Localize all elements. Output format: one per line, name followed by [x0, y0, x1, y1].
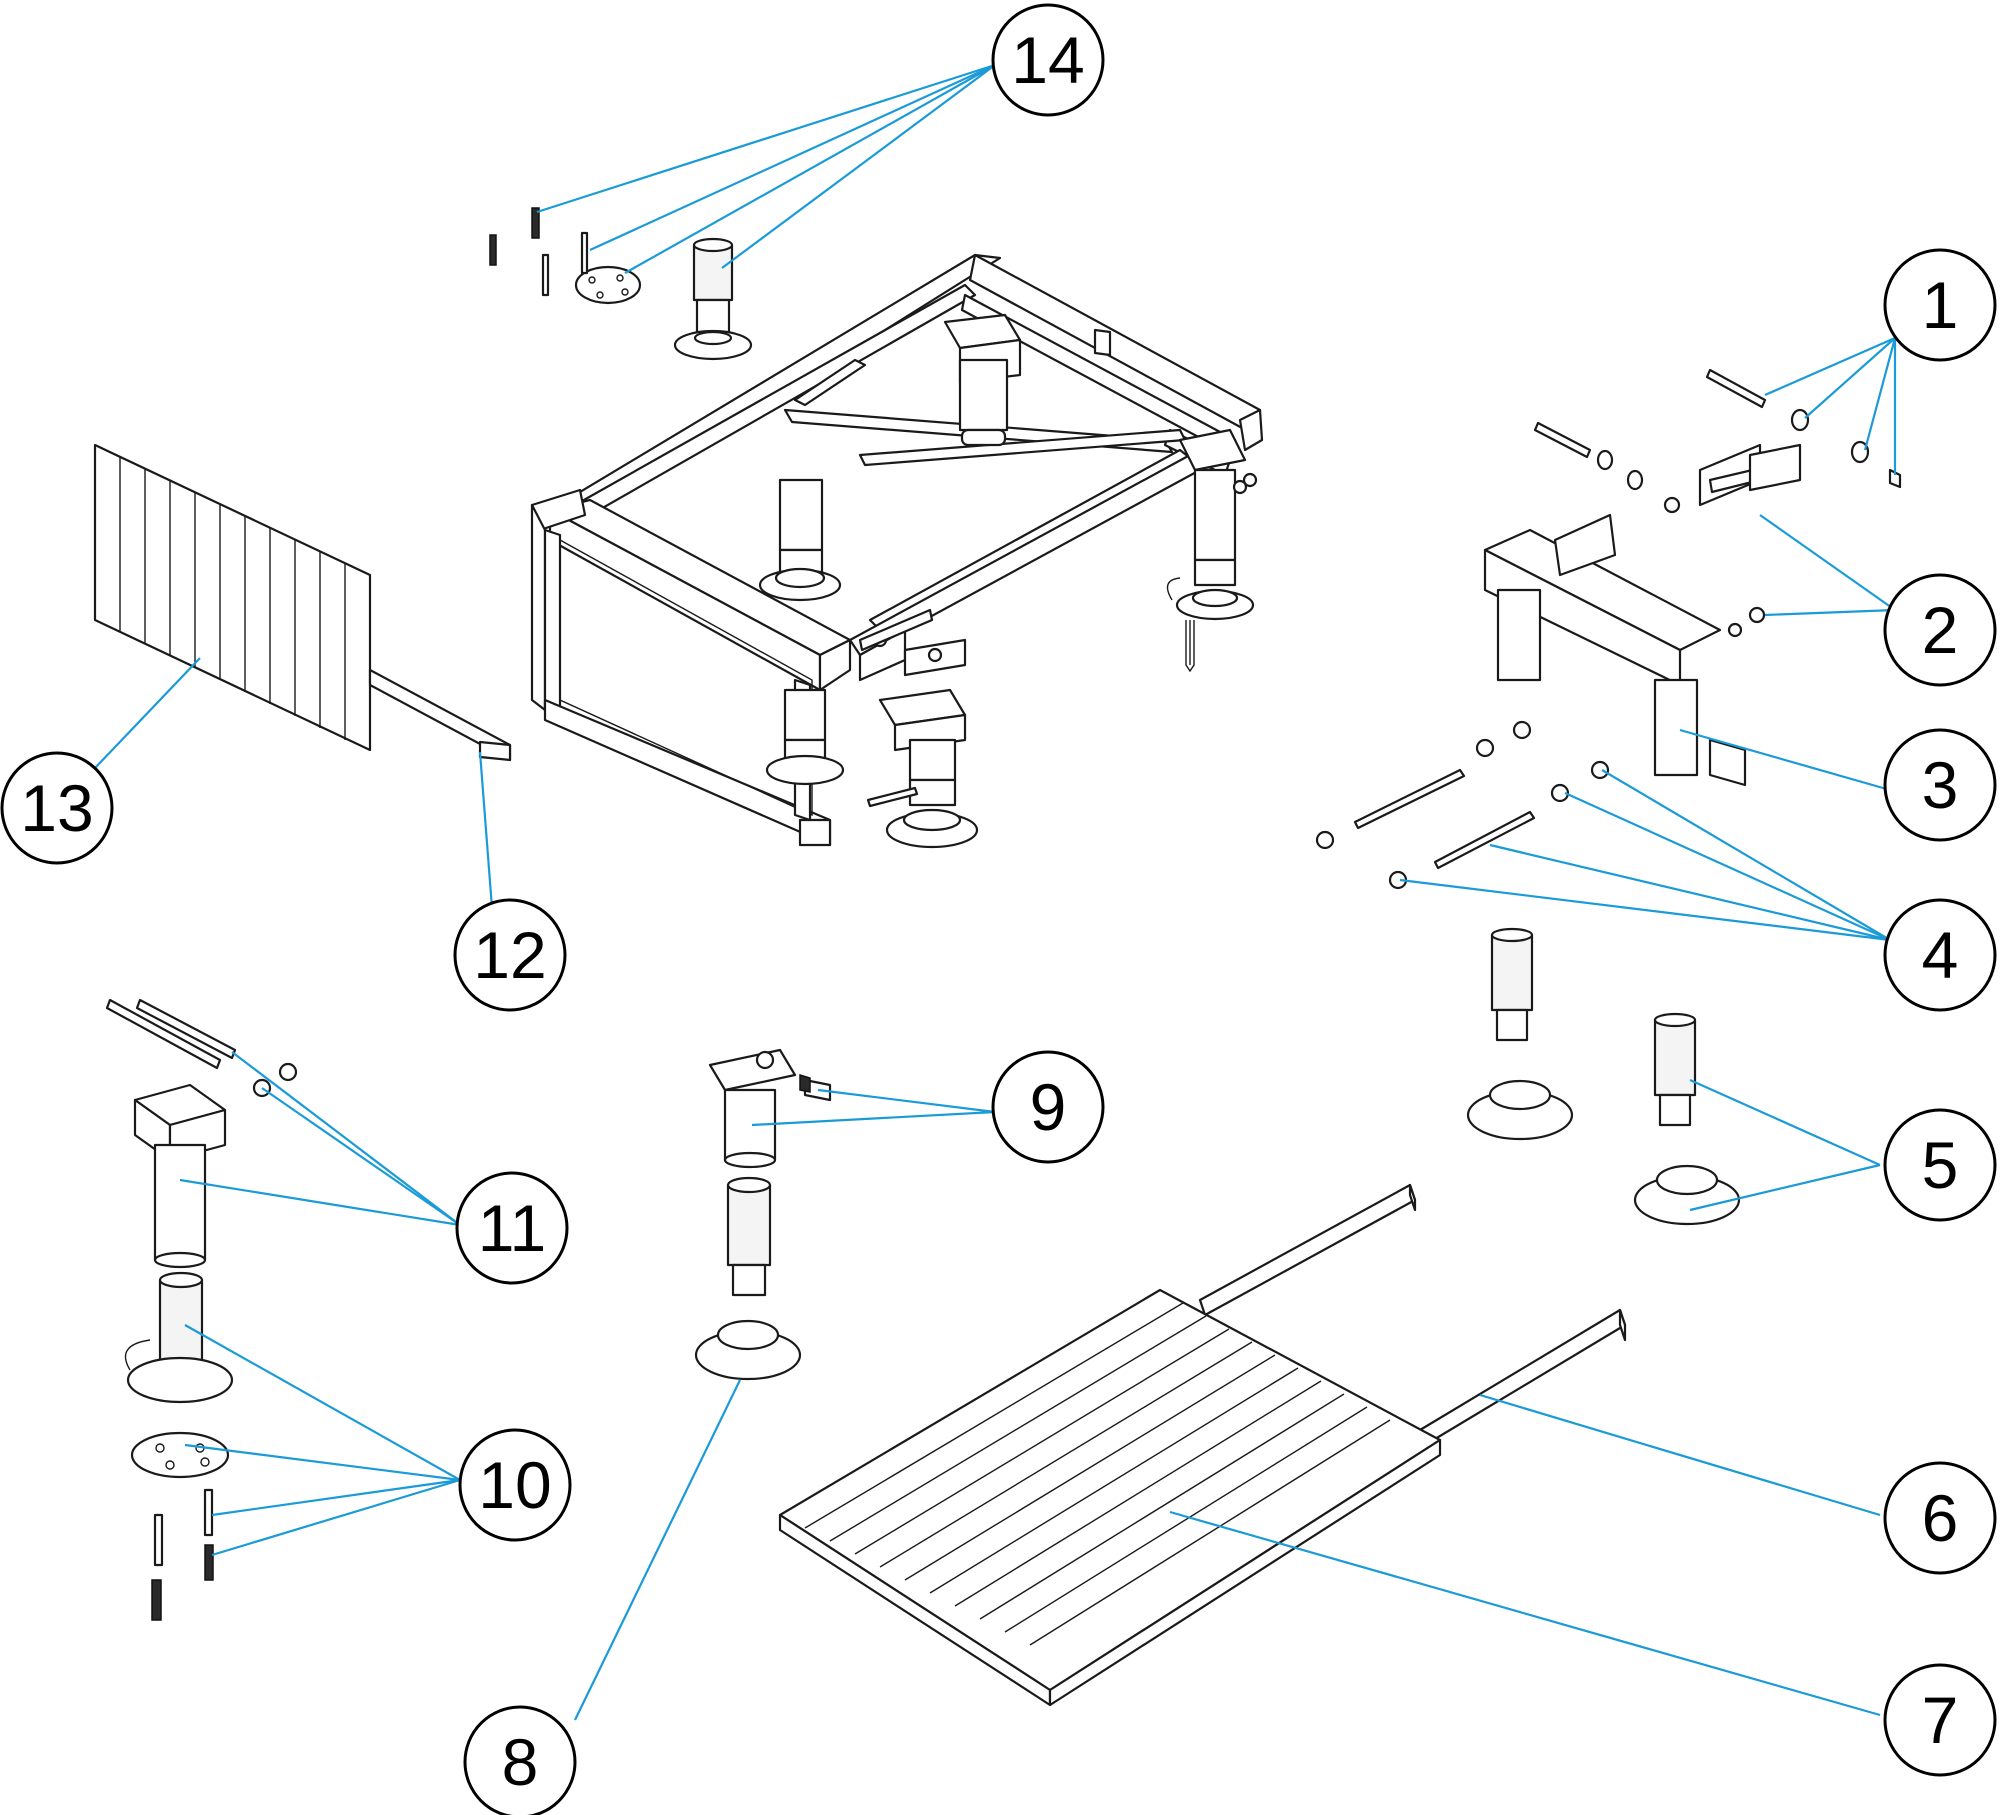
callout-13: 13 — [0, 751, 114, 865]
callout-14: 14 — [991, 3, 1105, 117]
callout-7: 7 — [1883, 1663, 1997, 1777]
part-5-leveling-feet — [1466, 927, 1741, 1226]
callout-label-1: 1 — [1922, 268, 1959, 342]
callout-label-8: 8 — [502, 1725, 539, 1799]
callout-12: 12 — [453, 898, 567, 1012]
callout-label-6: 6 — [1922, 1481, 1959, 1555]
callout-2: 2 — [1883, 573, 1997, 687]
callout-9: 9 — [991, 1050, 1105, 1164]
main-frame-assembly — [530, 253, 1264, 849]
callout-1: 1 — [1883, 248, 1997, 362]
part-11-leg-and-bolts — [105, 998, 298, 1269]
part-10-foot-plate-and-screws — [124, 1271, 234, 1621]
callout-label-11: 11 — [478, 1191, 547, 1265]
callout-label-12: 12 — [473, 918, 546, 992]
part-13-slat-grid — [93, 443, 512, 762]
part-6-support-rails — [1198, 1183, 1627, 1447]
callout-5: 5 — [1883, 1108, 1997, 1222]
part-2-mounting-plates — [1708, 443, 1802, 638]
part-3-bracket-frame — [1483, 443, 1762, 787]
callout-6: 6 — [1883, 1461, 1997, 1575]
callout-label-2: 2 — [1922, 593, 1959, 667]
callout-label-14: 14 — [1011, 23, 1084, 97]
callout-label-9: 9 — [1030, 1070, 1067, 1144]
part-1-bolt-set — [1533, 368, 1902, 514]
part-9-bracket-leg — [708, 1048, 832, 1169]
part-7-deck-grid — [778, 1288, 1442, 1707]
callout-label-10: 10 — [478, 1448, 551, 1522]
callout-label-5: 5 — [1922, 1128, 1959, 1202]
callout-label-7: 7 — [1922, 1683, 1959, 1757]
callout-label-4: 4 — [1922, 918, 1959, 992]
callout-label-13: 13 — [20, 771, 93, 845]
part-8-leveling-foot — [694, 1176, 802, 1381]
callout-4: 4 — [1883, 898, 1997, 1012]
callout-10: 10 — [458, 1428, 572, 1542]
callout-11: 11 — [455, 1171, 569, 1285]
callout-label-3: 3 — [1922, 748, 1959, 822]
part-14-leveling-foot — [489, 207, 753, 361]
callout-8: 8 — [463, 1705, 577, 1815]
leader-lines — [94, 63, 1897, 1721]
part-4-rods-and-nuts — [1315, 720, 1610, 890]
callout-3: 3 — [1883, 728, 1997, 842]
